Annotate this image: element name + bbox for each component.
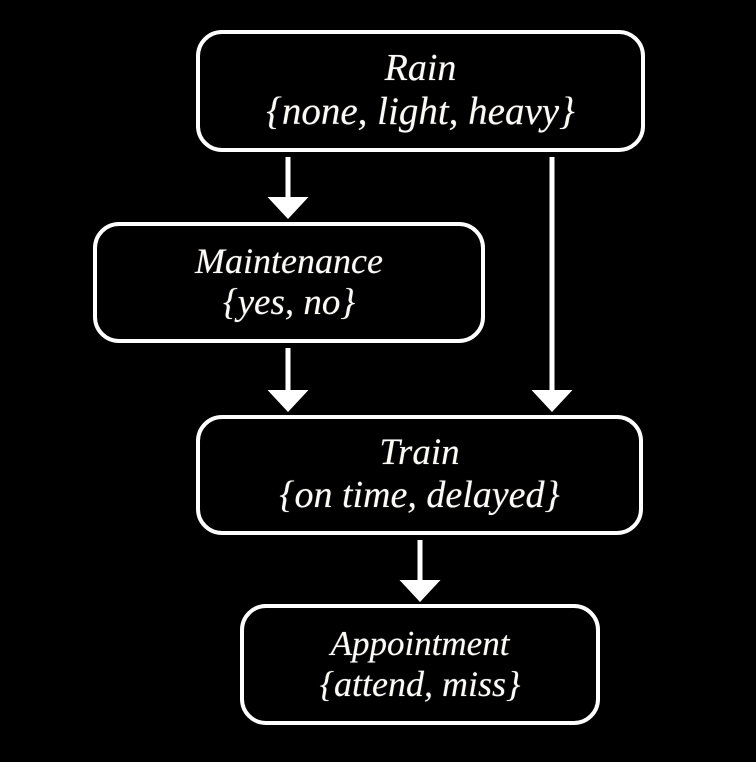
- node-appointment-label: Appointment: [330, 624, 510, 664]
- node-train[interactable]: Train {on time, delayed}: [196, 415, 643, 535]
- node-rain-states: {none, light, heavy}: [266, 90, 575, 134]
- node-train-label: Train: [379, 432, 460, 474]
- node-rain-label: Rain: [384, 47, 457, 90]
- node-maintenance-states: {yes, no}: [222, 281, 356, 323]
- node-rain[interactable]: Rain {none, light, heavy}: [196, 30, 645, 152]
- node-appointment[interactable]: Appointment {attend, miss}: [240, 604, 600, 725]
- node-maintenance-label: Maintenance: [195, 240, 383, 281]
- node-appointment-states: {attend, miss}: [319, 663, 521, 704]
- node-train-states: {on time, delayed}: [279, 474, 560, 517]
- node-maintenance[interactable]: Maintenance {yes, no}: [93, 222, 485, 343]
